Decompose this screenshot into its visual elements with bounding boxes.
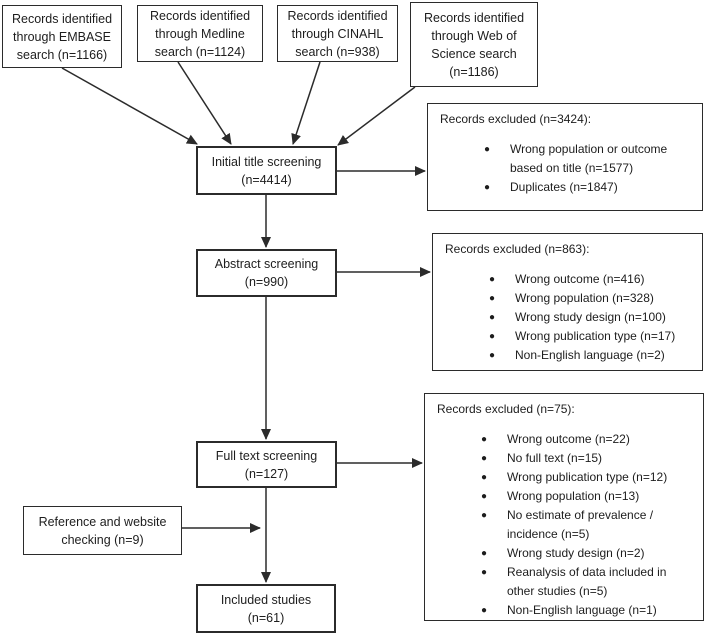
excluded-item: ● Wrong population (n=13) bbox=[437, 487, 695, 506]
excluded-item: ● Duplicates (n=1847) bbox=[440, 178, 694, 197]
excluded-item: ● No estimate of prevalence / incidence … bbox=[437, 506, 695, 544]
excluded-item-text: Non-English language (n=2) bbox=[515, 348, 665, 362]
excluded-item-text: Wrong population (n=13) bbox=[507, 489, 640, 503]
source-box-web-of-science: Records identified through Web of Scienc… bbox=[410, 2, 538, 87]
arrow-medline-to-initial-screening bbox=[177, 61, 232, 145]
excluded-item: ● Wrong publication type (n=17) bbox=[445, 327, 694, 346]
excluded-item: ● Wrong outcome (n=22) bbox=[437, 430, 695, 449]
stage-count: (n=61) bbox=[247, 610, 285, 625]
excluded-item: ● Wrong population or outcome based on t… bbox=[440, 140, 694, 178]
stage-box-included-studies: Included studies (n=61) bbox=[196, 584, 336, 633]
source-box-medline-label: Records identified through Medline searc… bbox=[149, 8, 251, 59]
bullet-icon: ● bbox=[481, 567, 488, 578]
excluded-item: ● Wrong study design (n=2) bbox=[437, 544, 695, 563]
stage-count: (n=4414) bbox=[241, 172, 292, 187]
source-box-cinahl-label: Records identified through CINAHL search… bbox=[287, 8, 388, 59]
excluded-box-title-screening: Records excluded (n=3424): ● Wrong popul… bbox=[427, 103, 703, 211]
excluded-item: ● Wrong study design (n=100) bbox=[445, 308, 694, 327]
stage-label: Full text screening bbox=[215, 448, 318, 463]
stage-count: (n=127) bbox=[244, 466, 289, 481]
excluded-item-text: Wrong outcome (n=416) bbox=[515, 272, 645, 286]
source-box-embase-label: Records identified through EMBASE search… bbox=[11, 11, 113, 62]
source-box-medline: Records identified through Medline searc… bbox=[137, 5, 263, 62]
arrow-embase-to-initial-screening bbox=[61, 67, 198, 145]
stage-count: (n=990) bbox=[244, 275, 289, 289]
reference-checking-box: Reference and website checking (n=9) bbox=[23, 506, 182, 555]
excluded-box-abstract-screening: Records excluded (n=863): ● Wrong outcom… bbox=[432, 233, 703, 371]
excluded-item: ● Wrong outcome (n=416) bbox=[445, 270, 694, 289]
source-box-cinahl: Records identified through CINAHL search… bbox=[277, 5, 398, 62]
bullet-icon: ● bbox=[489, 312, 496, 323]
stage-box-initial-title-screening: Initial title screening (n=4414) bbox=[196, 146, 337, 195]
excluded-title: Records excluded (n=863): bbox=[445, 242, 590, 256]
bullet-icon: ● bbox=[489, 293, 496, 304]
bullet-icon: ● bbox=[489, 331, 496, 342]
excluded-title: Records excluded (n=75): bbox=[437, 402, 575, 416]
source-box-web-of-science-label: Records identified through Web of Scienc… bbox=[423, 10, 525, 79]
stage-label: Abstract screening bbox=[214, 257, 319, 271]
excluded-item-text: No estimate of prevalence / incidence (n… bbox=[507, 508, 654, 541]
excluded-item-text: Reanalysis of data included in other stu… bbox=[507, 565, 667, 598]
bullet-icon: ● bbox=[481, 434, 488, 445]
excluded-item-text: Wrong outcome (n=22) bbox=[507, 432, 630, 446]
bullet-icon: ● bbox=[481, 605, 488, 616]
excluded-item-text: Wrong publication type (n=17) bbox=[515, 329, 676, 343]
excluded-item: ● No full text (n=15) bbox=[437, 449, 695, 468]
excluded-item: ● Reanalysis of data included in other s… bbox=[437, 563, 695, 601]
bullet-icon: ● bbox=[489, 274, 496, 285]
bullet-icon: ● bbox=[484, 182, 491, 193]
bullet-icon: ● bbox=[481, 453, 488, 464]
stage-box-full-text-screening: Full text screening (n=127) bbox=[196, 441, 337, 488]
excluded-item-text: Non-English language (n=1) bbox=[507, 603, 657, 617]
reference-checking-label: Reference and website checking (n=9) bbox=[38, 514, 167, 547]
excluded-item-text: Wrong population (n=328) bbox=[515, 291, 654, 305]
stage-label: Included studies bbox=[220, 592, 312, 607]
bullet-icon: ● bbox=[484, 144, 491, 155]
stage-box-abstract-screening: Abstract screening (n=990) bbox=[196, 249, 337, 297]
stage-label: Initial title screening bbox=[211, 154, 322, 169]
excluded-item-text: Duplicates (n=1847) bbox=[510, 180, 618, 194]
bullet-icon: ● bbox=[489, 350, 496, 361]
bullet-icon: ● bbox=[481, 472, 488, 483]
excluded-item-text: Wrong population or outcome based on tit… bbox=[510, 142, 668, 175]
excluded-item-text: No full text (n=15) bbox=[507, 451, 603, 465]
bullet-icon: ● bbox=[481, 510, 488, 521]
excluded-item-text: Wrong study design (n=2) bbox=[507, 546, 645, 560]
excluded-item: ● Non-English language (n=1) bbox=[437, 601, 695, 620]
excluded-item: ● Wrong population (n=328) bbox=[445, 289, 694, 308]
excluded-item: ● Non-English language (n=2) bbox=[445, 346, 694, 365]
excluded-item-text: Wrong study design (n=100) bbox=[515, 310, 666, 324]
excluded-item-text: Wrong publication type (n=12) bbox=[507, 470, 668, 484]
arrow-webofscience-to-initial-screening bbox=[337, 86, 416, 146]
bullet-icon: ● bbox=[481, 491, 488, 502]
source-box-embase: Records identified through EMBASE search… bbox=[2, 5, 122, 68]
bullet-icon: ● bbox=[481, 548, 488, 559]
excluded-box-full-text-screening: Records excluded (n=75): ● Wrong outcome… bbox=[424, 393, 704, 621]
excluded-item: ● Wrong publication type (n=12) bbox=[437, 468, 695, 487]
arrow-cinahl-to-initial-screening bbox=[291, 61, 321, 145]
excluded-title: Records excluded (n=3424): bbox=[440, 112, 592, 126]
